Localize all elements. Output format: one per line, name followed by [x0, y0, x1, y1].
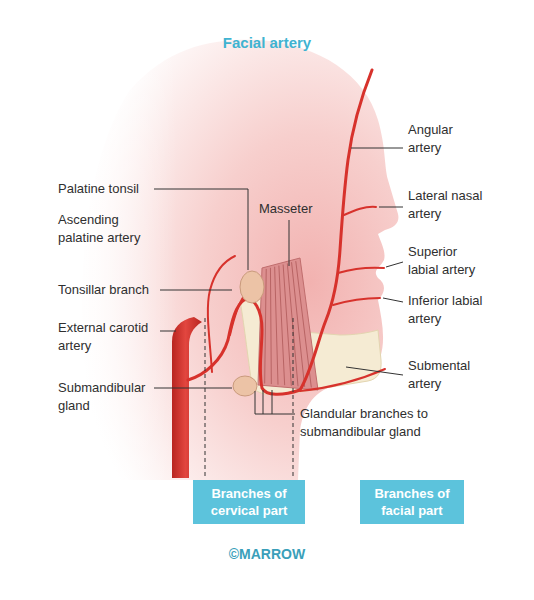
facial-artery	[188, 70, 385, 394]
illustration-part	[346, 367, 403, 375]
illustration-part	[233, 376, 257, 396]
muscle-fibre	[270, 268, 272, 384]
illustration-part	[160, 331, 176, 332]
illustration-part	[240, 271, 264, 303]
illustration-part	[386, 262, 403, 267]
part-label: Lateral nasal artery	[408, 187, 484, 223]
illustration-part	[208, 256, 235, 372]
part-label: Inferior labial artery	[408, 292, 490, 328]
part-label: Angular artery	[408, 121, 470, 157]
illustration-part	[351, 148, 403, 149]
illustration-part	[205, 318, 206, 478]
part-label: Palatine tonsil	[58, 180, 139, 198]
external-carotid-artery	[172, 317, 202, 478]
illustration-part	[383, 298, 403, 302]
illustration-part	[379, 207, 403, 208]
illustration-part	[255, 391, 256, 414]
illustration-part	[300, 369, 385, 391]
illustration-part	[160, 290, 232, 291]
illustration-part	[188, 70, 372, 394]
muscle-fibre	[283, 264, 291, 385]
illustration-part	[60, 30, 320, 490]
part-label: External carotid artery	[58, 319, 158, 355]
branch-group-box: Branches of facial part	[360, 480, 464, 524]
part-label: Submental artery	[408, 357, 480, 393]
illustration-part	[263, 390, 264, 414]
part-label: Glandular branches to submandibular glan…	[300, 405, 452, 441]
illustration-part	[154, 388, 232, 389]
illustration-part	[293, 318, 294, 478]
illustration-part	[154, 189, 248, 270]
muscle-fibre	[279, 266, 285, 386]
part-label: Ascending palatine artery	[58, 211, 158, 247]
illustration-part	[333, 298, 380, 305]
part-label: Superior labial artery	[408, 243, 490, 279]
part-label: Tonsillar branch	[58, 281, 149, 299]
muscle-fibre	[275, 267, 278, 385]
box-text: Branches of cervical part	[198, 485, 300, 519]
submandibular-gland	[233, 376, 257, 396]
illustration-part	[230, 296, 244, 335]
illustration-part	[338, 268, 384, 273]
palatine-tonsil	[240, 271, 264, 303]
illustration-part	[172, 317, 202, 478]
box-text: Branches of facial part	[365, 485, 459, 519]
illustration-part	[344, 207, 376, 215]
illustration-part	[255, 414, 295, 415]
illustration-part	[272, 390, 273, 414]
illustration-part	[289, 220, 290, 266]
dashed-brackets	[205, 318, 293, 478]
muscle-fibre	[265, 269, 267, 384]
leader-lines	[154, 148, 403, 414]
diagram-title: Facial artery	[0, 34, 534, 51]
part-label: Submandibular gland	[58, 379, 153, 415]
copyright-caption: ©MARROW	[0, 546, 534, 562]
branch-group-box: Branches of cervical part	[193, 480, 305, 524]
part-label: Masseter	[259, 200, 312, 218]
